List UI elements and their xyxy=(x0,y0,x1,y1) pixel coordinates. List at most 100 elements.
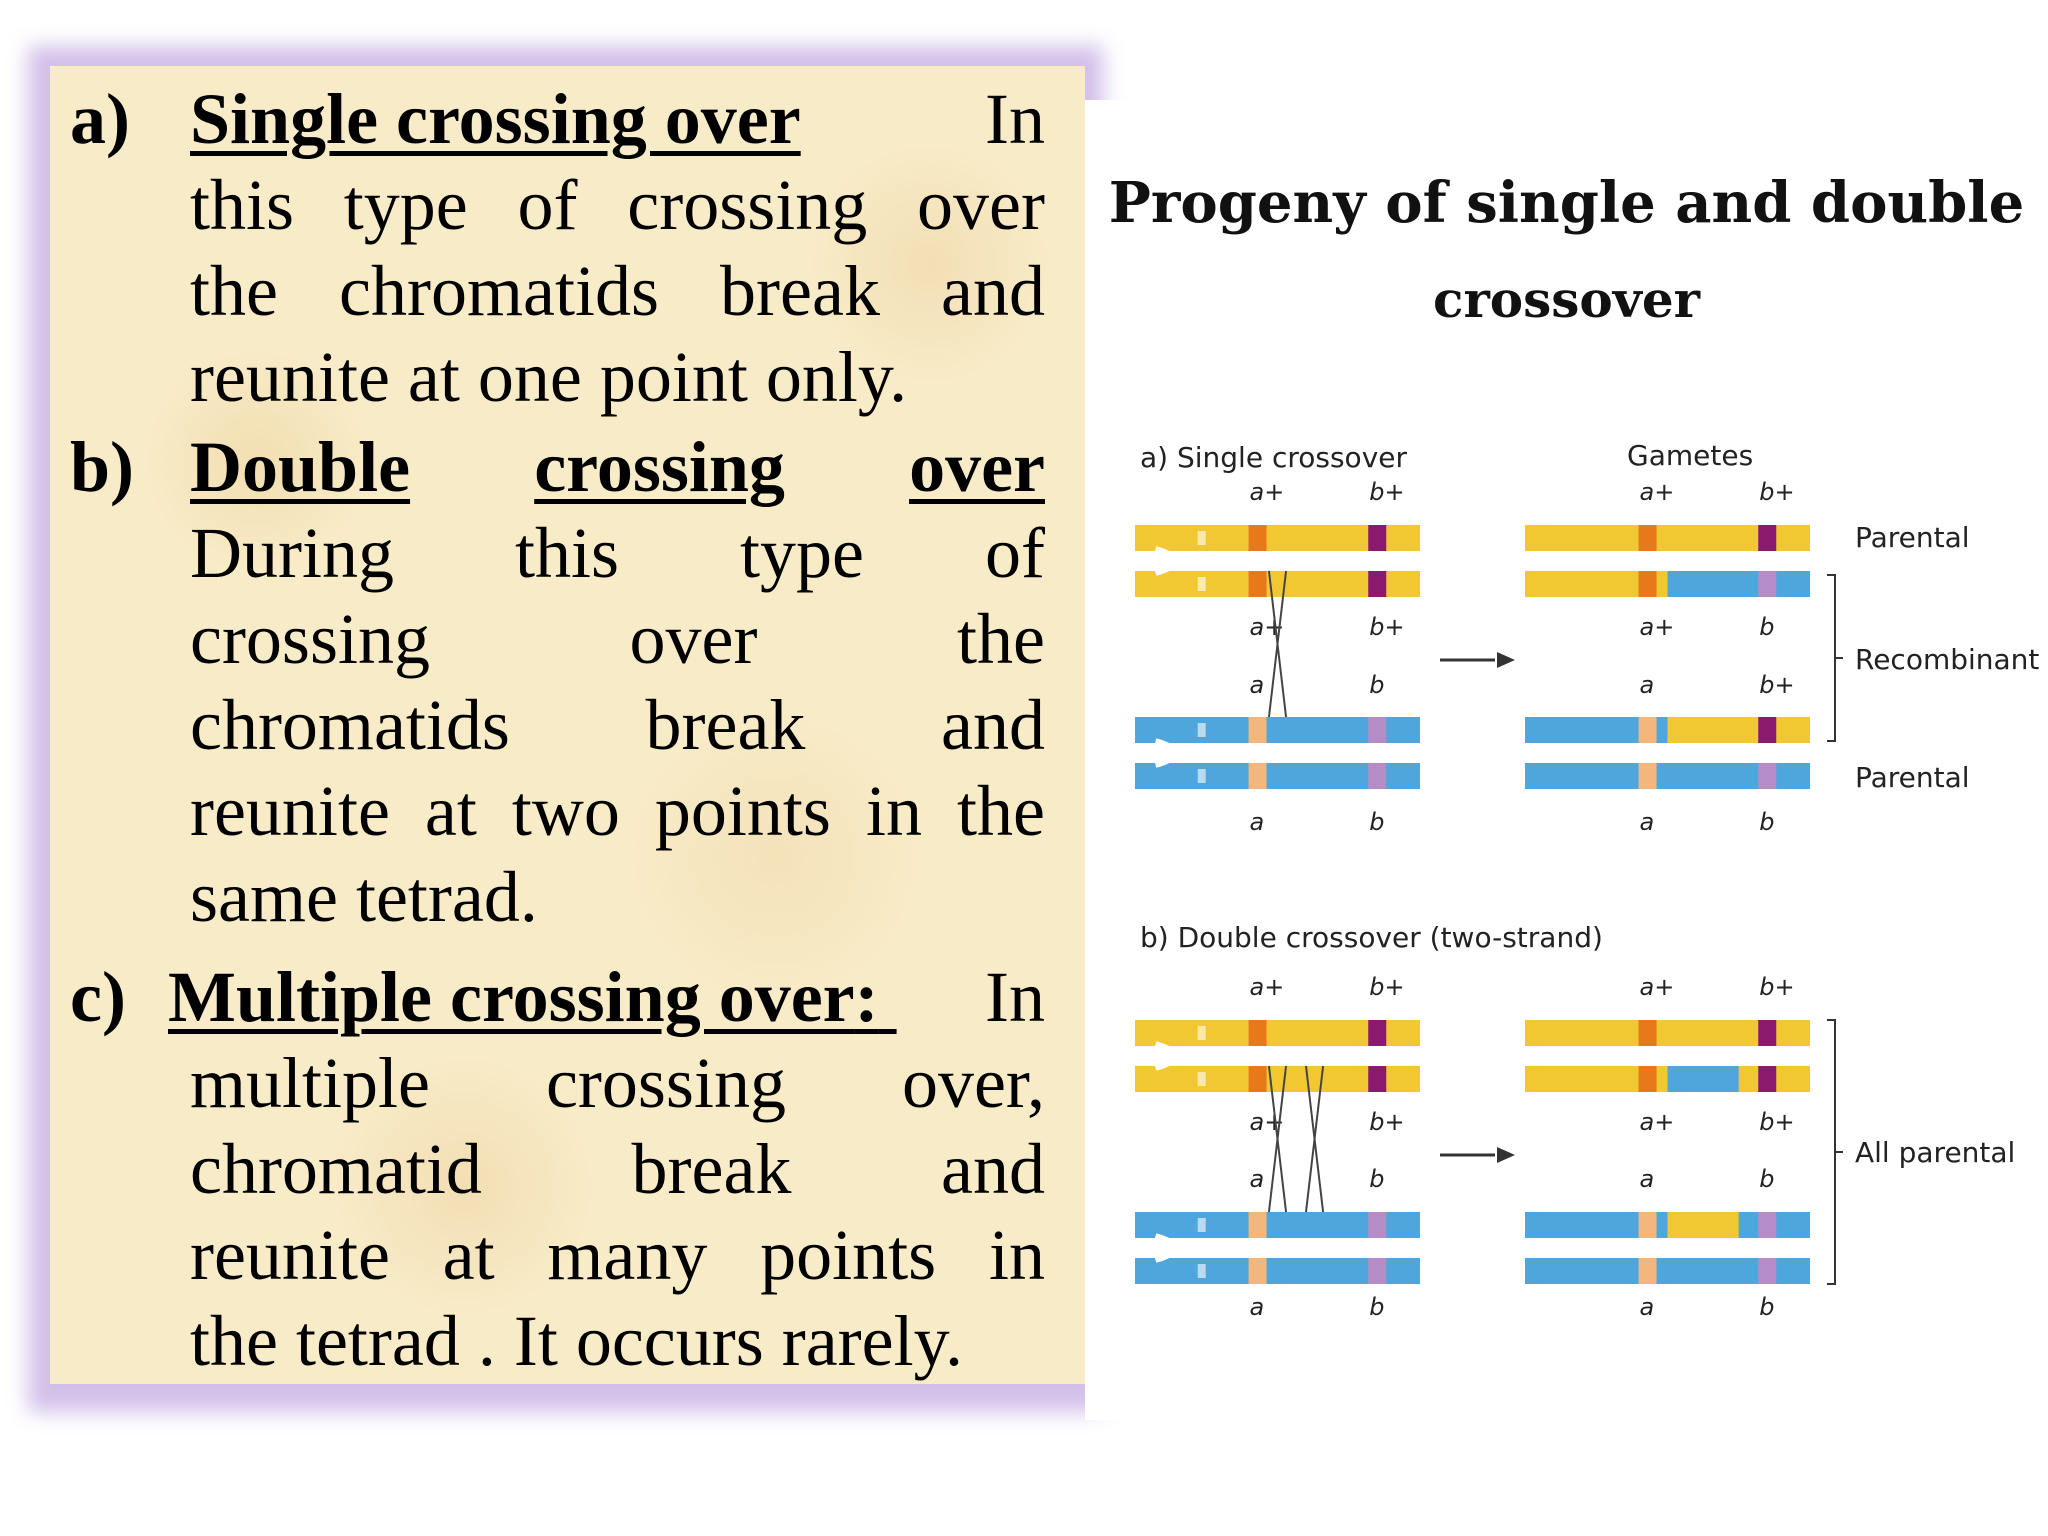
item-heading-word: crossing xyxy=(534,427,785,507)
item-heading: Single crossing over xyxy=(190,79,801,159)
item-heading: Multiple crossing over xyxy=(168,957,855,1037)
b-blue-pair-arm-gap xyxy=(1153,1233,1178,1263)
a-yellow-pair-chromatid-bottom-cap xyxy=(1394,571,1420,597)
b-bottom-allele-b-label: b xyxy=(1369,1293,1384,1320)
b-gamete-3-cap xyxy=(1525,1212,1551,1238)
item-word: points xyxy=(654,771,831,851)
item-word: break xyxy=(645,685,806,765)
a-gamete-bottom-allele-a-label: a xyxy=(1640,808,1655,836)
item-word: During xyxy=(190,513,394,593)
a-gamete-4-locus-a xyxy=(1638,763,1657,789)
b-yellow-pair-chromatid-bottom-centromere xyxy=(1197,1072,1206,1086)
a-yellow-pair-chromatid-bottom-cap xyxy=(1135,571,1161,597)
b-blue-pair-chromatid-bottom-cap xyxy=(1394,1258,1420,1284)
a-top-allele-a-label: a+ xyxy=(1250,478,1285,506)
item-word: of xyxy=(984,513,1045,593)
item-word: two xyxy=(511,771,620,851)
item-word: reunite xyxy=(190,771,390,851)
b-gamete-mid2-allele-b-label: b xyxy=(1759,1165,1774,1193)
item-word: break xyxy=(720,251,880,331)
a-gamete-4-cap xyxy=(1784,763,1810,789)
item-line-4: the tetrad . It occurs rarely. xyxy=(190,1298,1045,1384)
a-gamete-top-allele-a-label: a+ xyxy=(1640,478,1675,506)
b-gamete-2-cap xyxy=(1525,1066,1551,1092)
a-gamete-1-cap xyxy=(1784,525,1810,551)
b-arrowhead xyxy=(1497,1147,1515,1163)
item-word: in xyxy=(988,1215,1045,1295)
item-heading-gap xyxy=(879,957,897,1037)
a-yellow-pair-chromatid-top-cap xyxy=(1394,525,1420,551)
b-yellow-pair-chromatid-top-cap xyxy=(1394,1020,1420,1046)
b-gamete-4-locus-a xyxy=(1638,1258,1657,1284)
b-gamete-1-cap xyxy=(1525,1020,1551,1046)
item-heading-group: Multiple crossing over: xyxy=(168,954,897,1040)
item-word: crossing xyxy=(190,599,430,679)
a-yellow-pair-chromatid-top-centromere xyxy=(1197,531,1206,545)
a-gamete-bottom-allele-b-label: b xyxy=(1759,808,1774,836)
item-word: of xyxy=(517,165,578,245)
a-blue-pair-chromatid-top-centromere xyxy=(1197,723,1206,737)
a-gamete-1-locus-b xyxy=(1758,525,1777,551)
item-word: multiple xyxy=(190,1043,430,1123)
item-line-3: reunite at one point only. xyxy=(190,334,1045,420)
a-gamete-mid2-allele-b-label: b+ xyxy=(1759,671,1794,699)
item-word: over, xyxy=(901,1043,1045,1123)
b-top-allele-b-label: b+ xyxy=(1369,973,1404,1001)
b-gamete-2-locus-b xyxy=(1758,1066,1777,1092)
item-word: and xyxy=(941,685,1045,765)
item-heading-word: Double xyxy=(190,427,411,507)
item-word: type xyxy=(343,165,468,245)
item-word: the xyxy=(957,771,1045,851)
b-blue-pair-chromatid-top-centromere xyxy=(1197,1218,1206,1232)
b-gamete-mid1-allele-b-label: b+ xyxy=(1759,1108,1794,1136)
diagram-title-line1: Progeny of single and double xyxy=(1108,170,2025,236)
item-marker: a) xyxy=(70,79,130,159)
a-gamete-3-cap xyxy=(1784,717,1810,743)
b-mid2-allele-a-label: a xyxy=(1250,1165,1265,1193)
item-word: In xyxy=(985,79,1045,159)
a-yellow-pair-locus-a-bottom xyxy=(1248,571,1267,597)
a-bottom-allele-a-label: a xyxy=(1250,808,1265,836)
a-blue-pair-locus-a-top xyxy=(1248,717,1267,743)
label-all-parental: All parental xyxy=(1855,1136,2015,1169)
item-word: chromatids xyxy=(339,251,659,331)
item-word: at xyxy=(442,1215,495,1295)
b-mid2-allele-b-label: b xyxy=(1369,1165,1384,1193)
a-blue-pair-locus-b-bottom xyxy=(1368,763,1387,789)
a-blue-pair-chromatid-top-cap xyxy=(1394,717,1420,743)
item-word: reunite at one point only. xyxy=(190,337,908,417)
a-gamete-1-locus-a xyxy=(1638,525,1657,551)
item-word: and xyxy=(941,251,1045,331)
b-gamete-1-locus-a xyxy=(1638,1020,1657,1046)
item-word: crossing xyxy=(627,165,868,245)
a-gamete-mid1-allele-a-label: a+ xyxy=(1640,613,1675,641)
item-word: over xyxy=(917,165,1045,245)
b-yellow-pair-chromatid-bottom-cap xyxy=(1135,1066,1161,1092)
item-line-5: same tetrad. xyxy=(190,854,1045,940)
a-blue-pair-chromatid-bottom-cap xyxy=(1394,763,1420,789)
a-arrowhead xyxy=(1497,652,1515,668)
a-yellow-pair-chromatid-bottom-centromere xyxy=(1197,577,1206,591)
b-yellow-pair-locus-b-top xyxy=(1368,1020,1387,1046)
a-blue-pair-chromatid-bottom-cap xyxy=(1135,763,1161,789)
b-blue-pair-locus-a-bottom xyxy=(1248,1258,1267,1284)
a-gamete-mid1-allele-b-label: b xyxy=(1759,613,1774,641)
a-gamete-3-locus-b xyxy=(1758,717,1777,743)
a-gamete-3-cap xyxy=(1525,717,1551,743)
diagram-title-line2: crossover xyxy=(1433,270,1700,329)
a-gamete-3-locus-a xyxy=(1638,717,1657,743)
item-word: the xyxy=(957,599,1045,679)
recombinant-bracket xyxy=(1827,574,1836,742)
item-line-0: Multiple crossing over: In xyxy=(168,954,1045,1040)
b-bottom-allele-a-label: a xyxy=(1250,1293,1265,1320)
a-gamete-top-allele-b-label: b+ xyxy=(1759,478,1794,506)
a-gamete-2-locus-b xyxy=(1758,571,1777,597)
a-mid2-allele-a-label: a xyxy=(1250,671,1265,699)
a-yellow-pair-locus-b-bottom xyxy=(1368,571,1387,597)
